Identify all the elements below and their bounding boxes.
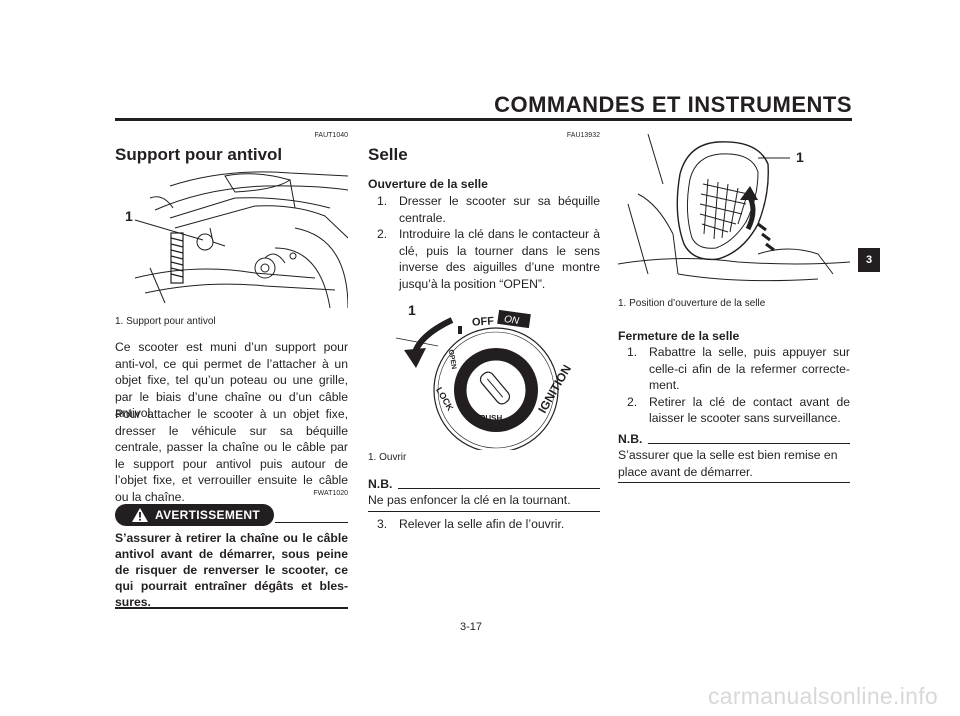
figure-callout-1: 1: [125, 208, 133, 224]
figure-caption: 1. Support pour antivol: [115, 316, 216, 327]
section-code: FAU13932: [566, 132, 600, 139]
page-header-title: COMMANDES ET INSTRUMENTS: [494, 92, 852, 117]
figure-caption: 1. Position d’ouverture de la selle: [618, 298, 766, 309]
steps-list: 1. Dresser le scooter sur sa béquille ce…: [368, 193, 600, 293]
subsection-title: Ouverture de la selle: [368, 177, 488, 191]
nb-label: N.B.: [618, 432, 643, 446]
step-item: 2. Introduire la clé dans le contacteur …: [368, 226, 600, 292]
body-paragraph-2: Pour attacher le scooter à un objet fixe…: [115, 407, 348, 504]
warning-bottom-rule: [115, 607, 348, 609]
nb-top-rule: [398, 488, 600, 489]
nb-label: N.B.: [368, 477, 393, 491]
step-item: 3. Relever la selle afin de l’ouvrir.: [368, 516, 600, 533]
nb-top-rule: [648, 443, 850, 444]
warning-pill: AVERTISSEMENT: [115, 504, 275, 526]
warning-text: S’assurer à retirer la chaîne ou le câbl…: [115, 531, 348, 609]
body-paragraph-1: Ce scooter est muni d’un support pour an…: [115, 340, 348, 421]
step-item: 1. Dresser le scooter sur sa béquille ce…: [368, 193, 600, 226]
nb-text: S’assurer que la selle est bien remise e…: [618, 448, 838, 479]
switch-label-push: PUSH: [480, 414, 503, 423]
nb-bottom-rule: [618, 482, 850, 483]
step-item: 1. Rabattre la selle, puis appuyer sur c…: [618, 344, 850, 394]
nb-bottom-rule: [368, 511, 600, 512]
warning-rule: [275, 522, 348, 523]
figure-caption: 1. Ouvrir: [368, 452, 407, 463]
section-code: FAUT1040: [314, 132, 348, 139]
seat-open-illustration: [617, 133, 851, 282]
page-number: 3-17: [460, 621, 483, 633]
figure-callout-1: 1: [408, 302, 416, 318]
step-number: 1.: [627, 345, 638, 359]
steps-list: 1. Rabattre la selle, puis appuyer sur c…: [618, 344, 850, 427]
seat-figure: 1: [617, 133, 851, 294]
key-switch-illustration: [395, 309, 559, 453]
switch-label-off: OFF: [471, 315, 495, 329]
step-text: Rabattre la selle, puis appuyer sur cell…: [649, 345, 850, 393]
subsection-title: Fermeture de la selle: [618, 329, 740, 343]
step-text: Dresser le scooter sur sa béquille centr…: [399, 194, 600, 225]
step-text: Introduire la clé dans le contacteur à c…: [399, 227, 600, 291]
step-item: 2. Retirer la clé de contact avant de la…: [618, 394, 850, 427]
step-number: 3.: [377, 517, 388, 531]
chapter-tab[interactable]: 3: [858, 248, 880, 272]
section-title: Selle: [368, 145, 408, 164]
header-rule: [115, 118, 852, 121]
warning-triangle-icon: [132, 508, 148, 522]
lock-holder-figure: 1: [115, 168, 349, 309]
watermark: carmanualsonline.info: [707, 683, 938, 709]
step-number: 1.: [377, 194, 388, 208]
switch-label-on: ON: [503, 314, 520, 327]
nb-text: Ne pas enfoncer la clé en la tournant.: [368, 493, 571, 507]
key-switch-figure: 1 OFF ON IGNITION LOCK OPEN PUSH: [368, 298, 600, 453]
step-text: Relever la selle afin de l’ouvrir.: [399, 517, 565, 531]
scooter-rear-illustration: [134, 171, 349, 309]
warning-label: AVERTISSEMENT: [155, 508, 261, 522]
step-number: 2.: [627, 394, 638, 409]
step-text: Retirer la clé de contact avant de laiss…: [649, 394, 850, 426]
section-title: Support pour antivol: [115, 145, 283, 164]
warning-code: FWAT1020: [313, 490, 348, 497]
figure-callout-1: 1: [796, 149, 804, 165]
warning-header: AVERTISSEMENT: [115, 504, 348, 526]
step-number: 2.: [377, 227, 388, 242]
